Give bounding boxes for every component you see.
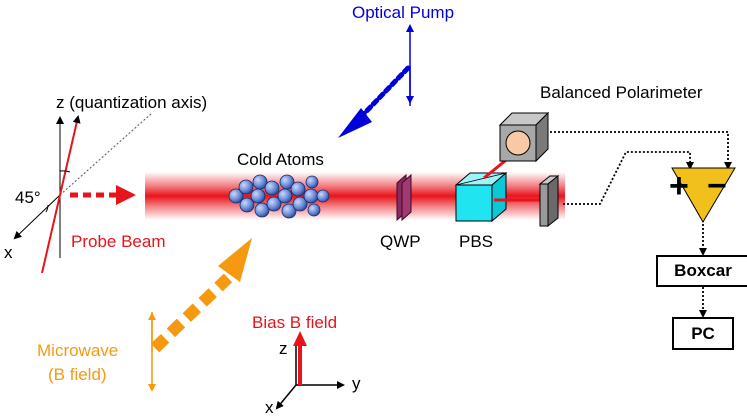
boxcar-label: Boxcar — [674, 261, 732, 280]
angle-arc-lower — [45, 204, 49, 213]
signal-wiring — [550, 131, 729, 312]
pc-box — [672, 317, 734, 350]
boxcar-box — [656, 255, 747, 287]
pc-label: PC — [691, 324, 715, 343]
optical-pump-label: Optical Pump — [352, 3, 454, 22]
microwave-label: Microwave — [37, 341, 118, 360]
wire-detector2-to-amp — [563, 151, 691, 205]
microwave-source — [148, 238, 252, 392]
bias-x-label: x — [265, 398, 274, 415]
wire-detector1-to-amp — [550, 131, 729, 164]
polarization-vector-down — [41, 194, 61, 274]
polarization-vector-up — [59, 115, 81, 196]
left-x-axis-label: x — [4, 243, 13, 262]
microwave-arrowhead — [218, 238, 252, 282]
cold-atoms-cluster — [228, 174, 330, 219]
cold-atoms-label: Cold Atoms — [237, 150, 324, 169]
bias-field-axes — [275, 331, 345, 410]
bias-z-label: z — [279, 339, 288, 358]
pc-input-arrow — [699, 310, 707, 318]
photodetector-2 — [538, 174, 560, 228]
differential-amplifier — [671, 167, 736, 223]
probe-beam-label: Probe Beam — [71, 232, 166, 251]
bias-x-axis — [275, 384, 297, 410]
x-axis-line — [13, 194, 61, 240]
qwp-label: QWP — [380, 232, 421, 251]
qwp-plate — [396, 173, 412, 222]
polarization-axes — [13, 112, 153, 274]
probe-beam-arrow — [70, 185, 136, 205]
balanced-polarimeter-label: Balanced Polarimeter — [540, 83, 703, 102]
bias-field-label: Bias B field — [252, 313, 337, 332]
pump-beam-dotted — [355, 65, 411, 123]
microwave-beam-dashed — [150, 273, 233, 353]
amp-input-arrow-1 — [686, 162, 694, 170]
bias-y-label: y — [352, 374, 361, 393]
optical-pump-source — [338, 24, 414, 138]
photodetector-1 — [498, 111, 550, 163]
microwave-bfield-label: (B field) — [48, 365, 107, 384]
angle-arc — [59, 170, 71, 173]
bias-field-arrowhead — [293, 331, 307, 346]
angle-label: 45° — [15, 188, 41, 207]
amp-input-arrow-2 — [724, 162, 732, 170]
amp-plus-sign: + — [669, 167, 689, 205]
boxcar-input-arrow — [699, 248, 707, 256]
amp-minus-sign: − — [707, 167, 727, 205]
pbs-cube — [454, 171, 508, 223]
pump-arrowhead — [338, 108, 372, 138]
photodiode-icon — [505, 130, 531, 156]
pbs-label: PBS — [459, 232, 493, 251]
diagonal-guide-line — [59, 112, 153, 196]
quantization-axis-label: z (quantization axis) — [56, 93, 207, 112]
